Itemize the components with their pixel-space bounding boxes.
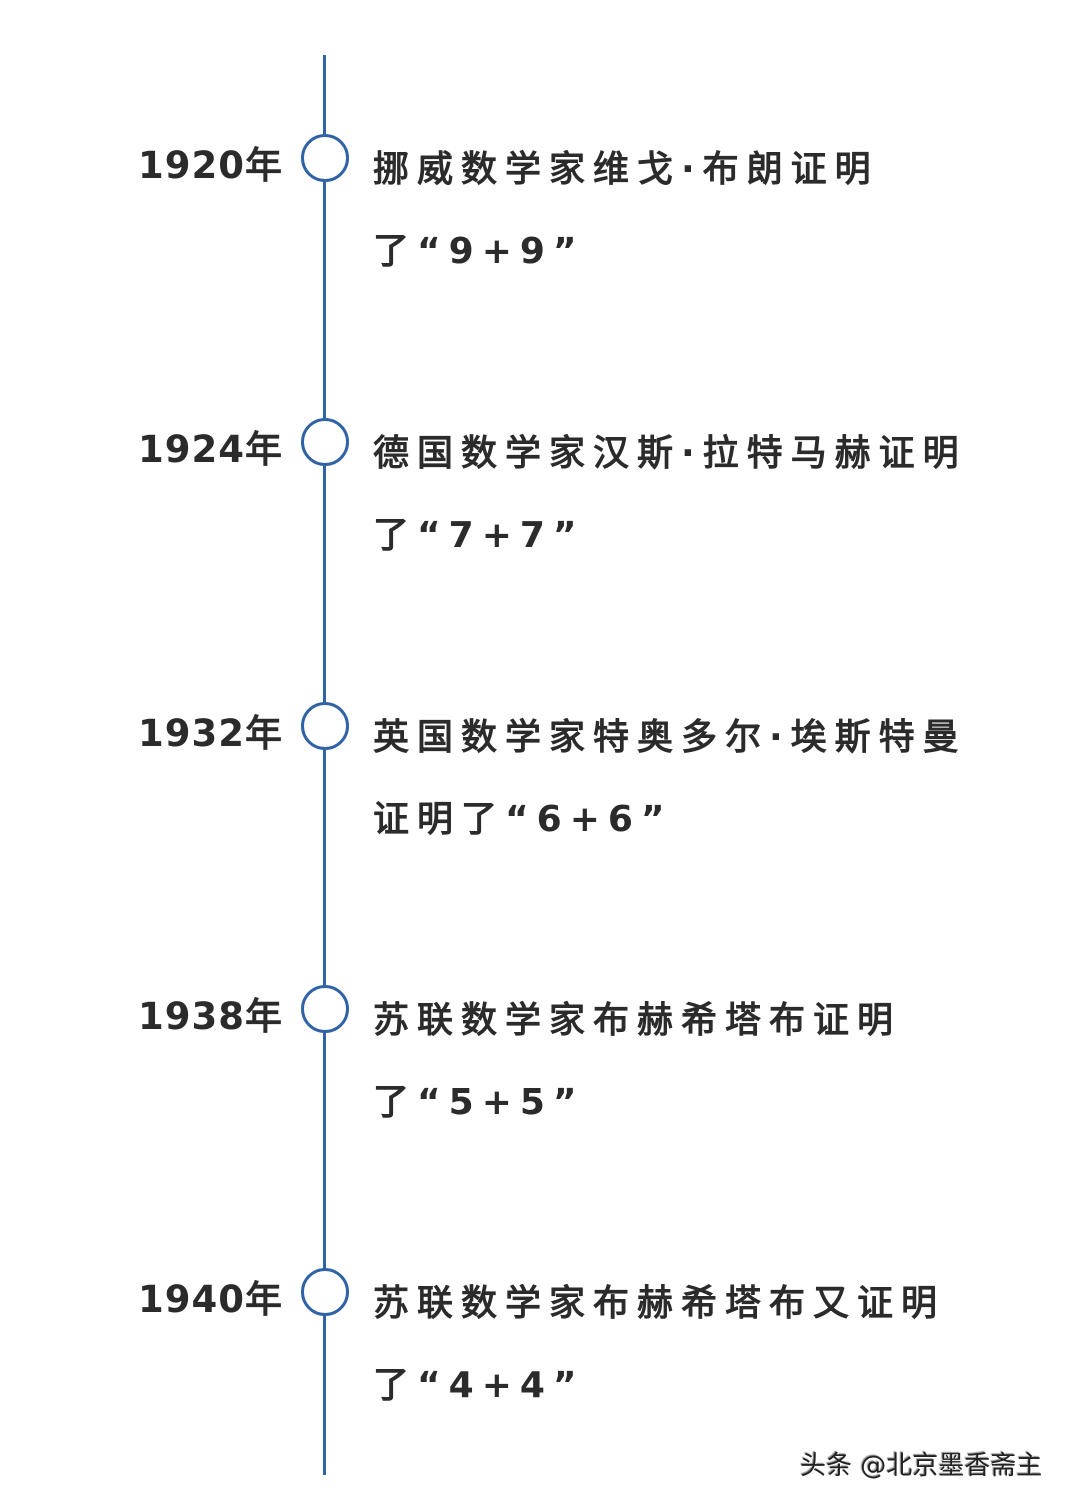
timeline-entry: 1940年 苏联数学家布赫希塔布又证明了“4+4” [0,1268,1080,1491]
entry-year: 1938年 [138,995,283,1038]
entry-description: 苏联数学家布赫希塔布又证明了“4+4” [373,1283,946,1406]
timeline-entry: 1920年 挪威数学家维戈·布朗证明了“9+9” [0,134,1080,357]
timeline-node-icon [301,702,349,750]
entry-description: 苏联数学家布赫希塔布证明了“5+5” [373,1000,902,1123]
timeline-entry: 1938年 苏联数学家布赫希塔布证明了“5+5” [0,985,1080,1208]
entry-description: 挪威数学家维戈·布朗证明了“9+9” [373,149,879,272]
entry-description: 德国数学家汉斯·拉特马赫证明了“7+7” [373,433,967,556]
timeline-node-icon [301,1268,349,1316]
timeline-node-icon [301,418,349,466]
timeline-node-icon [301,134,349,182]
timeline-entry: 1924年 德国数学家汉斯·拉特马赫证明了“7+7” [0,418,1080,641]
timeline-axis [323,55,326,1475]
entry-year: 1924年 [138,428,283,471]
entry-year: 1932年 [138,712,283,755]
entry-year: 1940年 [138,1278,283,1321]
watermark: 头条 @北京墨香斋主 [800,1451,1043,1481]
entry-year: 1920年 [138,144,283,187]
timeline-entry: 1932年 英国数学家特奥多尔·埃斯特曼证明了“6+6” [0,702,1080,925]
entry-description: 英国数学家特奥多尔·埃斯特曼证明了“6+6” [373,717,967,840]
timeline-node-icon [301,985,349,1033]
